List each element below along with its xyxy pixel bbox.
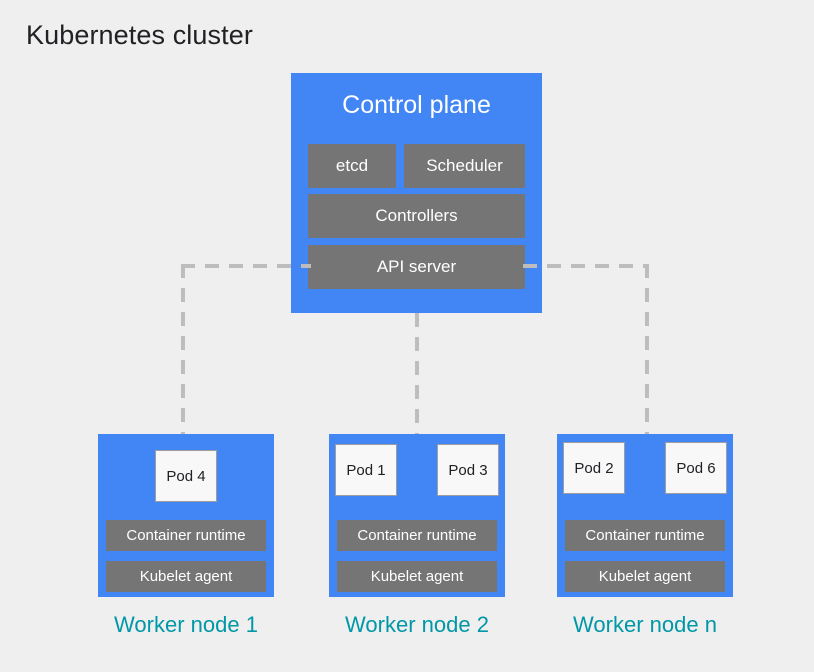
control-plane-box: Control plane etcd Scheduler Controllers… (291, 73, 542, 313)
worker-node-1-container-runtime: Container runtime (106, 520, 266, 551)
control-plane-title: Control plane (342, 91, 491, 119)
control-plane-component-etcd: etcd (308, 144, 396, 188)
pod-4: Pod 4 (155, 450, 217, 502)
pod-2: Pod 2 (563, 442, 625, 494)
worker-node-n-label: Worker node n (573, 612, 717, 637)
pod-3: Pod 3 (437, 444, 499, 496)
worker-node-n-kubelet-agent: Kubelet agent (565, 561, 725, 592)
worker-node-1-box: Pod 4 Container runtime Kubelet agent (98, 434, 274, 597)
page-title: Kubernetes cluster (26, 20, 253, 50)
connector-api-to-node-1-horizontal (181, 264, 311, 268)
worker-node-2-label: Worker node 2 (345, 612, 489, 637)
worker-node-1-kubelet-agent: Kubelet agent (106, 561, 266, 592)
control-plane-component-scheduler: Scheduler (404, 144, 525, 188)
pod-6: Pod 6 (665, 442, 727, 494)
control-plane-component-controllers: Controllers (308, 194, 525, 238)
worker-node-2-container-runtime: Container runtime (337, 520, 497, 551)
worker-node-2-box: Pod 1 Pod 3 Container runtime Kubelet ag… (329, 434, 505, 597)
worker-node-1-label: Worker node 1 (114, 612, 258, 637)
worker-node-2-kubelet-agent: Kubelet agent (337, 561, 497, 592)
connector-api-to-node-n-horizontal (523, 264, 649, 268)
connector-api-to-node-2-vertical (415, 313, 419, 436)
worker-node-n-container-runtime: Container runtime (565, 520, 725, 551)
worker-node-n-box: Pod 2 Pod 6 Container runtime Kubelet ag… (557, 434, 733, 597)
control-plane-component-api-server: API server (308, 245, 525, 289)
connector-api-to-node-1-vertical (181, 264, 185, 436)
connector-api-to-node-n-vertical (645, 264, 649, 436)
pod-1: Pod 1 (335, 444, 397, 496)
